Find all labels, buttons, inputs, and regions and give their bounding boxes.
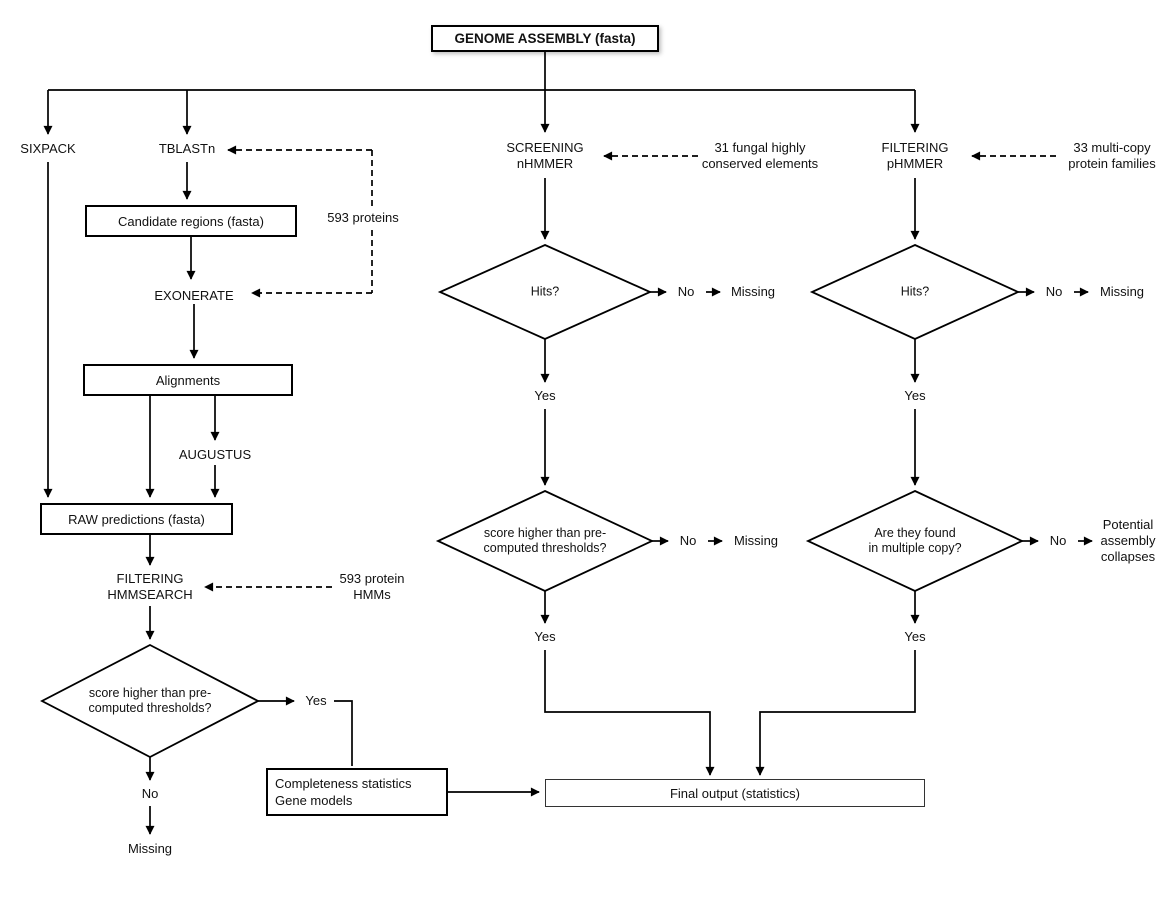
node-genome-assembly: GENOME ASSEMBLY (fasta) (431, 25, 659, 52)
label-no-middle-threshold: No (679, 533, 697, 548)
decision-left-threshold: score higher than pre- computed threshol… (89, 686, 212, 716)
multicopy-families-line2: protein families (1068, 156, 1156, 171)
left-threshold-line1: score higher than pre- (88, 686, 212, 700)
node-completeness-statistics: Completeness statistics Gene models (266, 768, 448, 816)
collapse-line2: assembly (1100, 533, 1156, 548)
label-missing-right-hits: Missing (1099, 284, 1145, 299)
node-screening-nhmmer: SCREENING nHMMER (506, 140, 583, 172)
label-missing-middle-hits: Missing (730, 284, 776, 299)
middle-threshold-line1: score higher than pre- (483, 526, 607, 540)
label-missing-middle-threshold: Missing (733, 533, 779, 548)
note-33-multicopy-families: 33 multi-copy protein families (1068, 140, 1155, 172)
completeness-line1: Completeness statistics (275, 776, 412, 791)
raw-predictions-label: RAW predictions (fasta) (68, 511, 205, 527)
label-yes-right-multicopy: Yes (904, 629, 926, 644)
label-yes-middle-hits: Yes (534, 388, 556, 403)
final-output-label: Final output (statistics) (669, 785, 801, 801)
screening-line1: SCREENING (506, 140, 584, 155)
node-raw-predictions: RAW predictions (fasta) (40, 503, 233, 535)
node-augustus: AUGUSTUS (178, 447, 252, 462)
decision-middle-hits: Hits? (530, 284, 560, 299)
label-no-middle-hits: No (677, 284, 695, 299)
node-filtering-phmmer: FILTERING pHMMER (882, 140, 949, 172)
filtering-hmmsearch-line2: HMMSEARCH (107, 587, 193, 602)
node-candidate-regions: Candidate regions (fasta) (85, 205, 297, 237)
collapse-line3: collapses (1100, 549, 1156, 564)
middle-threshold-line2: computed thresholds? (483, 541, 607, 555)
completeness-line2: Gene models (275, 793, 353, 808)
protein-hmms-line2: HMMs (353, 587, 391, 602)
label-no-right-multicopy: No (1049, 533, 1067, 548)
candidate-regions-label: Candidate regions (fasta) (118, 213, 264, 229)
label-yes-left: Yes (305, 693, 327, 708)
filtering-phmmer-line2: pHMMER (886, 156, 944, 171)
decision-middle-threshold: score higher than pre- computed threshol… (484, 526, 607, 556)
node-alignments: Alignments (83, 364, 293, 396)
node-exonerate: EXONERATE (154, 288, 234, 303)
solid-flow-lines (43, 52, 1093, 835)
filtering-hmmsearch-line1: FILTERING (116, 571, 184, 586)
collapse-line1: Potential (1102, 517, 1154, 532)
decision-right-multicopy: Are they found in multiple copy? (868, 526, 961, 556)
note-31-fungal-elements: 31 fungal highly conserved elements (702, 140, 818, 172)
right-multicopy-line2: in multiple copy? (868, 541, 962, 555)
label-no-right-hits: No (1045, 284, 1063, 299)
node-final-output: Final output (statistics) (545, 779, 925, 807)
decision-diamonds (40, 244, 1025, 759)
node-sixpack: SIXPACK (20, 141, 76, 156)
note-593-proteins: 593 proteins (324, 210, 402, 226)
protein-hmms-line1: 593 protein (339, 571, 405, 586)
left-threshold-line2: computed thresholds? (88, 701, 212, 715)
node-filtering-hmmsearch: FILTERING HMMSEARCH (107, 571, 192, 603)
label-yes-right-hits: Yes (904, 388, 926, 403)
multicopy-families-line1: 33 multi-copy (1073, 140, 1151, 155)
label-missing-left: Missing (127, 841, 173, 856)
alignments-label: Alignments (155, 372, 221, 388)
decision-right-hits: Hits? (900, 284, 930, 299)
fungal-elements-line2: conserved elements (701, 156, 819, 171)
screening-line2: nHMMER (516, 156, 574, 171)
filtering-phmmer-line1: FILTERING (881, 140, 949, 155)
genome-assembly-label: GENOME ASSEMBLY (fasta) (454, 31, 636, 46)
right-multicopy-line1: Are they found (874, 526, 956, 540)
label-no-left: No (141, 786, 159, 801)
label-yes-middle-threshold: Yes (534, 629, 556, 644)
node-tblastn: TBLASTn (158, 141, 216, 156)
outcome-potential-collapses: Potential assembly collapses (1101, 517, 1156, 565)
fungal-elements-line1: 31 fungal highly (714, 140, 806, 155)
note-593-protein-hmms: 593 protein HMMs (339, 571, 404, 603)
